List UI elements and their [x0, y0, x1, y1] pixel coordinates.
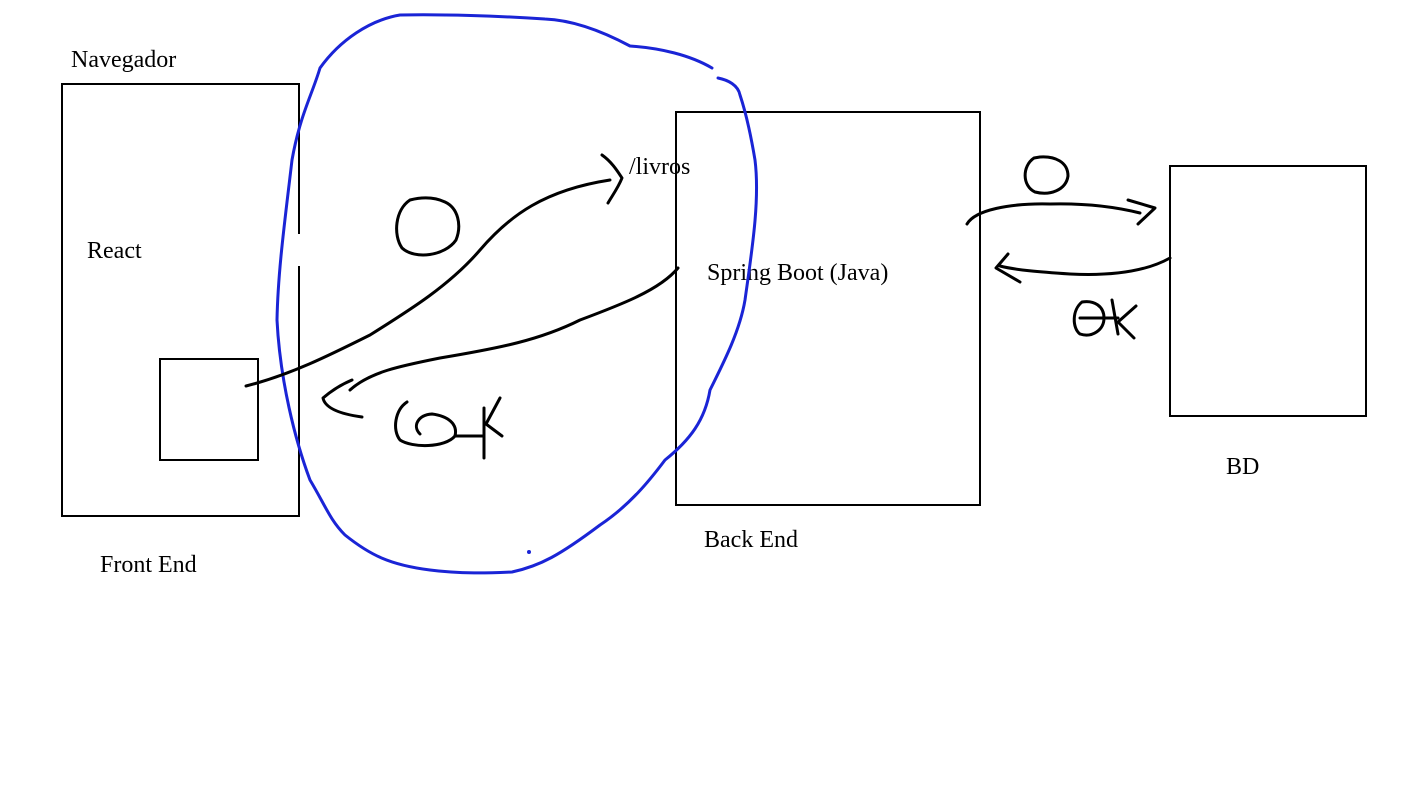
db-request-arrow	[965, 202, 1142, 226]
request-arrowhead	[600, 153, 624, 205]
browser-label: Navegador	[71, 47, 177, 73]
response-arrow	[348, 266, 680, 392]
db-request-arrowhead	[1126, 198, 1157, 226]
backend-box	[675, 111, 981, 506]
ok-glyph-database	[1072, 298, 1138, 340]
ok-glyph-frontend	[394, 396, 504, 460]
react-label: React	[87, 238, 142, 264]
db-response-arrow	[998, 256, 1172, 276]
frontend-label: Front End	[100, 552, 197, 578]
spring-boot-label: Spring Boot (Java)	[707, 260, 889, 286]
db-response-arrowhead	[994, 252, 1022, 284]
backend-label: Back End	[704, 527, 798, 553]
database-box	[1169, 165, 1367, 417]
request-zero-glyph	[395, 196, 461, 257]
response-arrowhead	[321, 378, 364, 419]
endpoint-label: /livros	[629, 154, 691, 180]
db-zero-glyph	[1023, 155, 1070, 195]
highlight-dot	[527, 550, 531, 554]
database-label: BD	[1226, 454, 1260, 480]
react-component-box	[159, 358, 259, 461]
request-arrow	[244, 178, 612, 388]
